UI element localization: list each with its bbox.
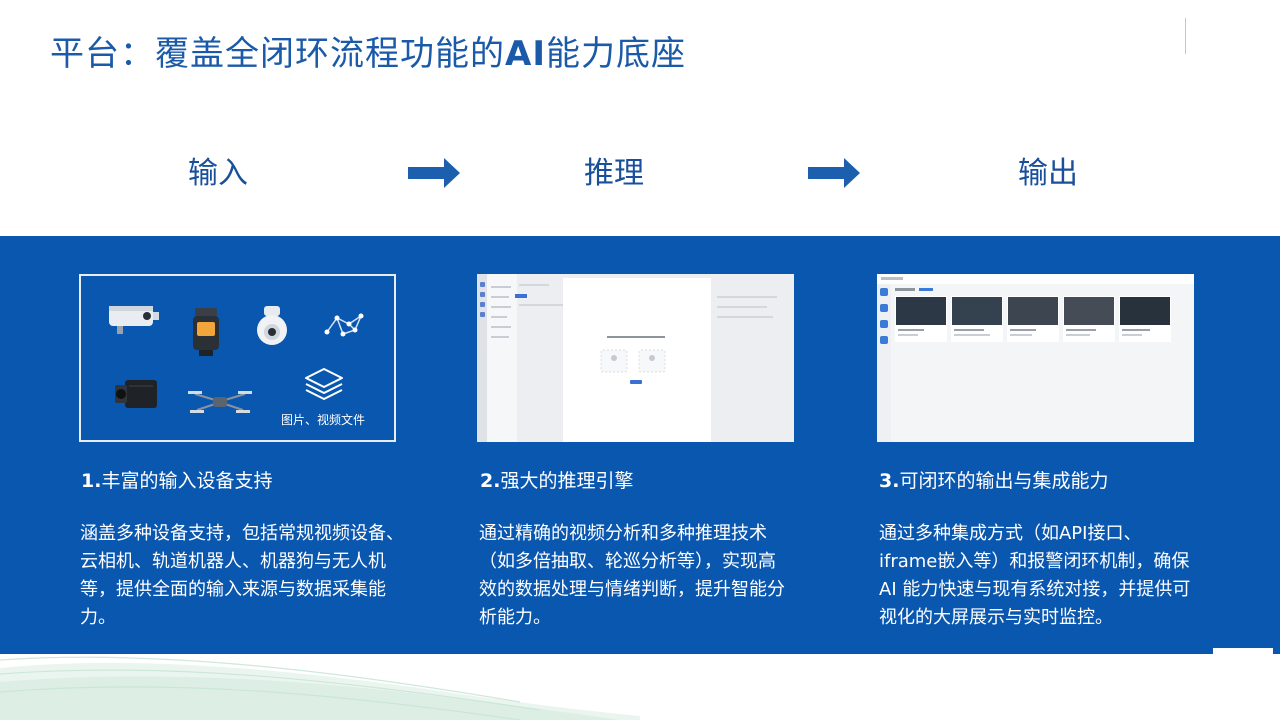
heading-number: 2.: [480, 470, 501, 492]
arrow-right-icon: [408, 158, 460, 188]
inference-screenshot: [477, 274, 794, 442]
flow-output-label: 输出: [1018, 156, 1078, 191]
file-caption: 图片、视频文件: [281, 413, 366, 427]
corner-block: [1213, 648, 1273, 720]
layers-icon: [305, 368, 343, 400]
flow-inference-label: 推理: [584, 156, 644, 191]
box-camera-icon: [193, 308, 219, 356]
header-divider: [1185, 18, 1186, 54]
drone-icon: [188, 391, 252, 413]
network-icon: [324, 313, 364, 337]
section-heading-input: 1.丰富的输入设备支持: [81, 466, 272, 493]
inference-app-preview: [477, 274, 794, 442]
section-heading-output: 3.可闭环的输出与集成能力: [879, 466, 1108, 493]
heading-text: 强大的推理引擎: [500, 470, 634, 492]
input-devices-panel: 图片、视频文件: [79, 274, 396, 442]
bullet-camera-icon: [109, 306, 159, 334]
title-prefix: 平台：覆盖全闭环流程功能的: [50, 34, 505, 74]
heading-text: 可闭环的输出与集成能力: [899, 470, 1109, 492]
section-heading-inference: 2.强大的推理引擎: [480, 466, 633, 493]
arrow-right-icon: [808, 158, 860, 188]
page-title: 平台：覆盖全闭环流程功能的AI能力底座: [50, 26, 686, 75]
title-suffix: 能力底座: [545, 34, 686, 74]
section-description-inference: 通过精确的视频分析和多种推理技术（如多倍抽取、轮巡分析等），实现高效的数据处理与…: [479, 523, 785, 628]
output-screenshot: [877, 274, 1194, 442]
heading-number: 3.: [879, 470, 900, 492]
heading-number: 1.: [81, 470, 102, 492]
heading-text: 丰富的输入设备支持: [101, 470, 273, 492]
section-description-input: 涵盖多种设备支持，包括常规视频设备、云相机、轨道机器人、机器狗与无人机等，提供全…: [80, 523, 404, 628]
decorative-wave: [0, 656, 640, 720]
industrial-camera-icon: [115, 380, 157, 408]
section-description-output: 通过多种集成方式（如API接口、iframe嵌入等）和报警闭环机制，确保 AI …: [879, 523, 1191, 628]
output-app-preview: [877, 274, 1194, 442]
title-ai: AI: [505, 34, 546, 74]
flow-input-label: 输入: [188, 156, 248, 191]
dome-camera-icon: [257, 306, 287, 345]
